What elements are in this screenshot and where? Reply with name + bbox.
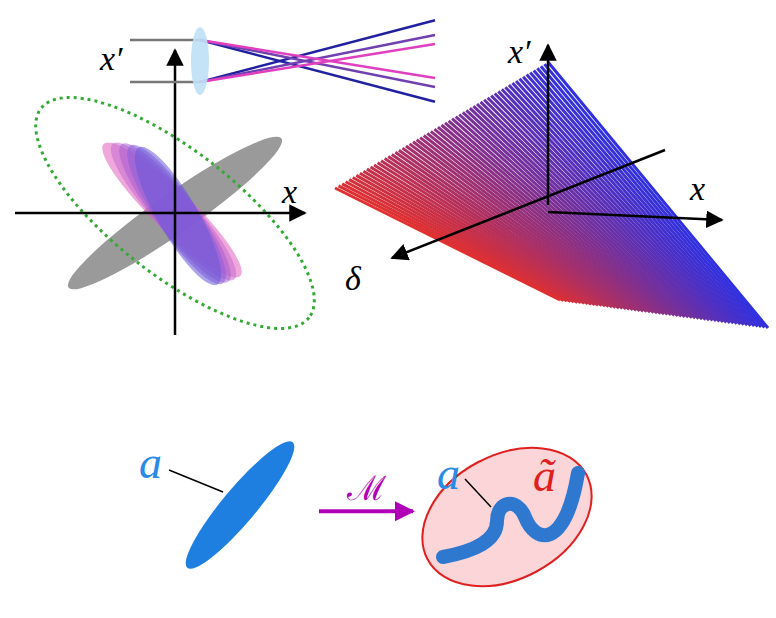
- lens: [191, 27, 209, 95]
- axis-label: δ: [345, 262, 361, 296]
- surface-strip: [498, 91, 719, 321]
- map-label: ℳ: [347, 471, 386, 505]
- beam-node: a: [125, 430, 315, 580]
- focused-ray: [200, 40, 435, 87]
- surface-strip: [520, 79, 741, 324]
- filamented-envelope: [398, 420, 615, 614]
- surface-strip: [534, 70, 754, 326]
- axis-label: x: [282, 175, 297, 209]
- surface-strip: [544, 64, 764, 327]
- xprime-axis-3d: [547, 45, 550, 205]
- focused-ray: [200, 20, 435, 82]
- incoming-ray: [130, 81, 200, 84]
- delta-axis-3d: [392, 150, 665, 258]
- surface-strip: [530, 73, 750, 326]
- surface-strip: [488, 98, 709, 320]
- surface-strip: [523, 77, 744, 325]
- beam-label: a: [139, 440, 162, 486]
- focused-ray: [200, 40, 435, 102]
- surface-strip: [495, 94, 716, 322]
- surface-strip: [505, 87, 726, 322]
- surface-strips: [335, 62, 768, 328]
- axis-label: x: [690, 172, 705, 206]
- filamented-beam: [443, 473, 578, 557]
- beam-ellipse: [174, 431, 305, 578]
- lens-icon: [130, 20, 435, 101]
- chromatic-ellipse: [121, 138, 235, 295]
- beam-label: ã: [533, 453, 556, 499]
- mapped-beam-node: aã: [415, 445, 600, 590]
- chromatic-ellipse: [114, 135, 240, 295]
- surface-strip: [541, 66, 761, 327]
- map-arrow: [319, 509, 413, 513]
- x-axis-3d: [548, 212, 722, 220]
- xprime-axis: [174, 50, 177, 335]
- surface-strip: [509, 85, 730, 323]
- leader-line: [465, 479, 491, 507]
- surface-strip: [513, 83, 734, 323]
- focused-ray: [200, 40, 435, 78]
- chromatic-surface: [335, 45, 768, 328]
- focused-rays: [200, 20, 435, 101]
- surface-strip: [548, 62, 768, 328]
- axis-label: x′: [508, 35, 531, 69]
- beam-label: a: [437, 451, 460, 497]
- x-axis: [15, 212, 305, 215]
- axis-label: x′: [100, 42, 123, 76]
- focused-ray: [200, 35, 435, 82]
- focused-ray: [200, 44, 435, 82]
- phase-space: [3, 50, 347, 367]
- leader-line: [169, 470, 223, 492]
- surface-strip: [502, 89, 723, 322]
- surface-strip: [527, 75, 748, 326]
- surface-strip: [537, 68, 757, 326]
- incoming-ray: [130, 39, 200, 42]
